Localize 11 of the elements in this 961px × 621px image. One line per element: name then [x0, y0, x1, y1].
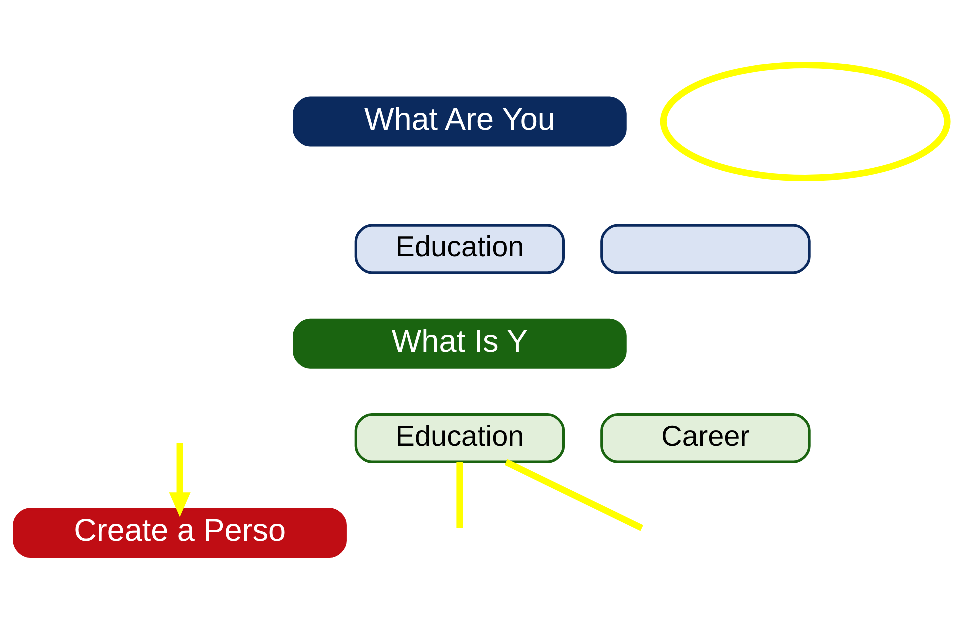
node-box: What Are You — [292, 96, 626, 146]
node-box: Career — [600, 413, 810, 463]
arrow — [168, 442, 190, 517]
node-box: Create a Perso — [12, 508, 346, 558]
connector — [456, 462, 463, 528]
node-box — [600, 224, 810, 274]
node-box: Education — [354, 413, 565, 463]
connector — [504, 458, 644, 531]
node-box: What Is Y — [292, 318, 626, 368]
node-ellipse — [660, 61, 950, 182]
node-box: Education — [354, 224, 565, 274]
